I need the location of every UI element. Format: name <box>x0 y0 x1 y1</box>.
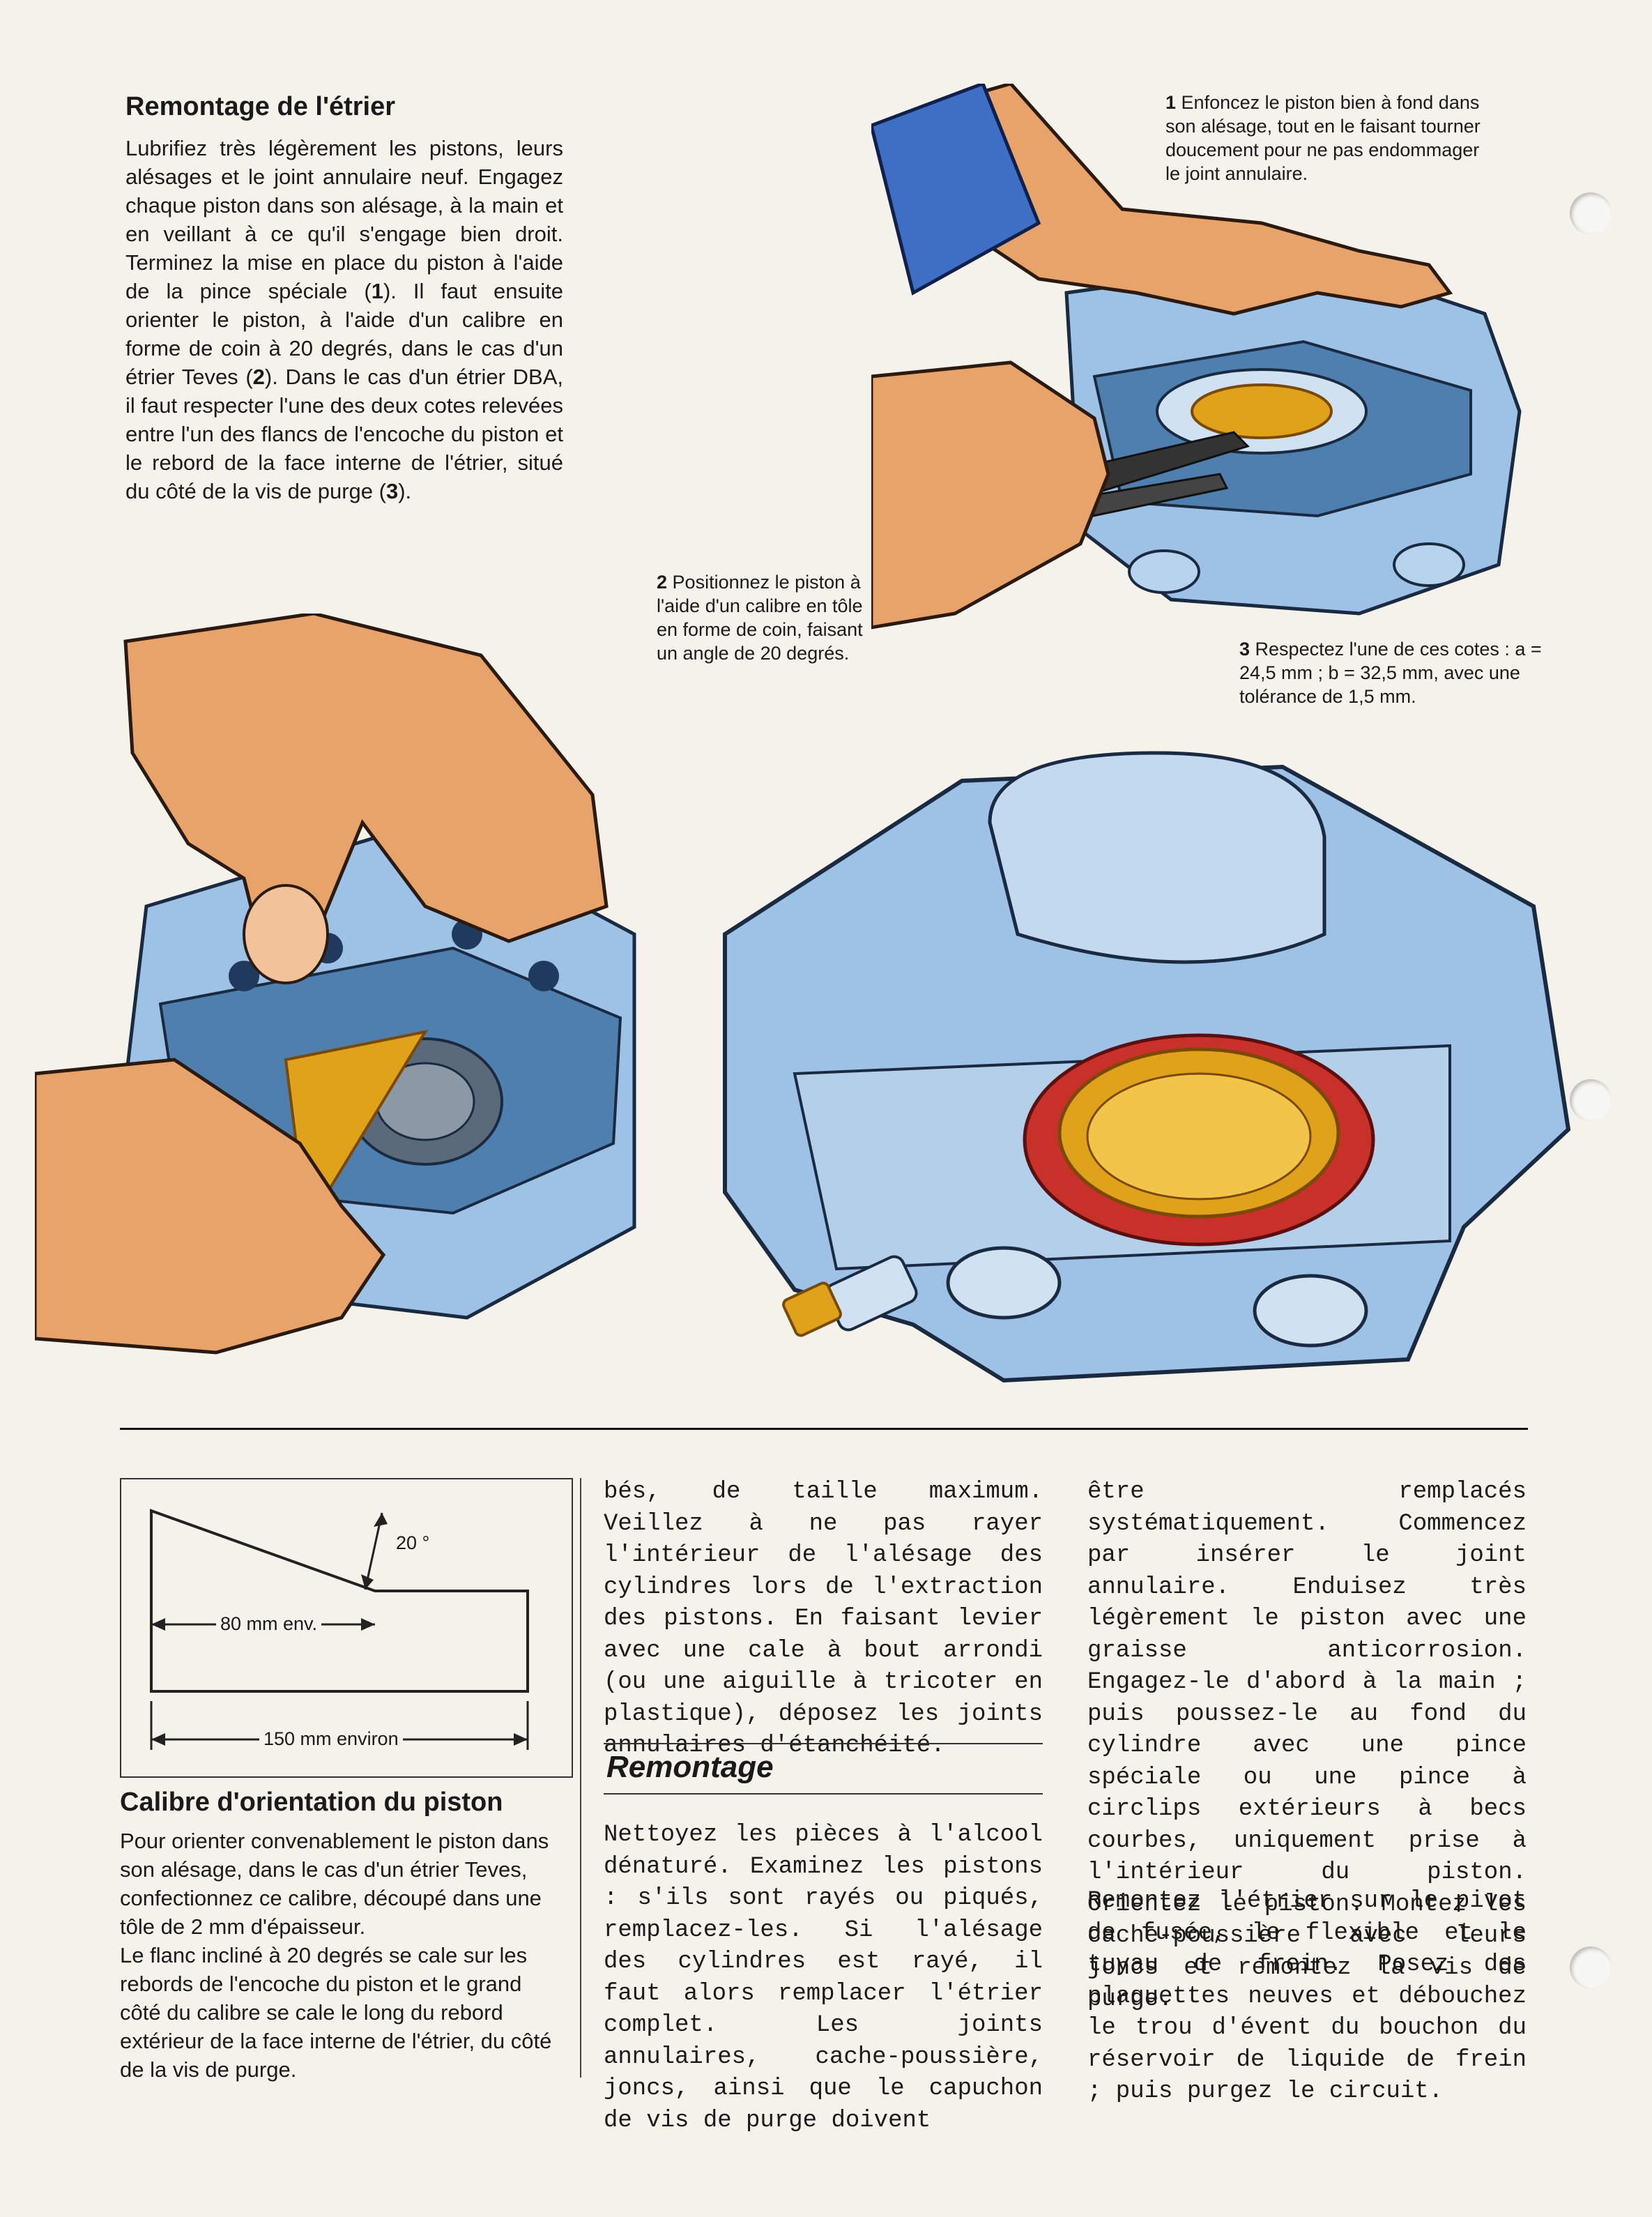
intro-paragraph: Lubrifiez très légèrement les pistons, l… <box>125 134 563 505</box>
section-title: Remontage de l'étrier <box>125 92 396 121</box>
caliper-body-1 <box>1064 256 1522 616</box>
caption-1: 1 Enfoncez le piston bien à fond dans so… <box>1165 91 1486 185</box>
figure-reference-number: 1 <box>371 279 383 303</box>
caption-1-text: Enfoncez le piston bien à fond dans son … <box>1165 92 1481 184</box>
figure-reference-number: 3 <box>385 479 399 503</box>
hand-lower <box>871 360 1110 630</box>
binder-hole-middle <box>1570 1079 1612 1121</box>
caption-2: 2 Positionnez le piston à l'aide d'un ca… <box>657 570 880 665</box>
remontage-heading-rule-bottom <box>604 1793 1043 1795</box>
remontage-heading: Remontage <box>606 1750 774 1784</box>
intro-text-segment: ). Dans le cas d'un étrier DBA, il faut … <box>125 365 563 503</box>
hand-top <box>123 614 609 984</box>
column3-paragraph-2: Remontez l'étrier sur le pivot de fusée,… <box>1087 1888 1527 2105</box>
calibre-diagram-frame <box>120 1478 573 1778</box>
column2-paragraph-2: Nettoyez les pièces à l'alcool dénaturé.… <box>604 1822 1043 2134</box>
illustration-press-piston <box>871 84 1522 630</box>
illustration-caliper-piston <box>723 751 1571 1383</box>
figure-reference-number: 2 <box>252 365 265 389</box>
caliper-body-3 <box>723 751 1571 1383</box>
calibre-paragraph-2: Le flanc incliné à 20 degrés se cale sur… <box>120 1943 552 2082</box>
calibre-title: Calibre d'orientation du piston <box>120 1788 503 1817</box>
angle-label: 20 ° <box>396 1532 430 1553</box>
caption-3-text: Respectez l'une de ces cotes : a = 24,5 … <box>1239 639 1542 707</box>
remontage-heading-rule-top <box>604 1743 1043 1744</box>
column-divider <box>580 1478 581 2078</box>
intro-text-segment: ). <box>398 479 412 503</box>
calibre-paragraph-1: Pour orienter convenablement le piston d… <box>120 1829 549 1939</box>
calibre-diagram <box>150 1509 529 1750</box>
intro-text-segment: ). Il faut ensuite orienter le piston, à… <box>125 279 563 389</box>
width2-label: 150 mm environ <box>259 1727 403 1751</box>
caption-2-text: Positionnez le piston à l'aide d'un cali… <box>657 572 863 664</box>
column3-paragraph-1: être remplacés systématiquement. Commenc… <box>1087 1479 1527 2013</box>
calibre-shape <box>150 1509 529 1693</box>
binder-hole-top <box>1570 192 1612 234</box>
caption-1-number: 1 <box>1165 92 1177 113</box>
width1-label: 80 mm env. <box>216 1612 322 1636</box>
binder-hole-bottom <box>1570 1946 1612 1988</box>
column2-paragraph-1: bés, de taille maximum. Veillez à ne pas… <box>604 1479 1043 1759</box>
illustration-wedge-gauge <box>35 614 636 1355</box>
caption-3-number: 3 <box>1239 639 1251 660</box>
section-divider <box>120 1428 1528 1430</box>
bleed-screw <box>782 1255 918 1337</box>
hand-upper <box>871 84 1453 316</box>
intro-text-segment: Lubrifiez très légèrement les pistons, l… <box>125 136 563 303</box>
caption-2-number: 2 <box>657 572 668 593</box>
hand-bottom <box>35 1058 386 1355</box>
caption-3: 3 Respectez l'une de ces cotes : a = 24,… <box>1239 637 1560 708</box>
